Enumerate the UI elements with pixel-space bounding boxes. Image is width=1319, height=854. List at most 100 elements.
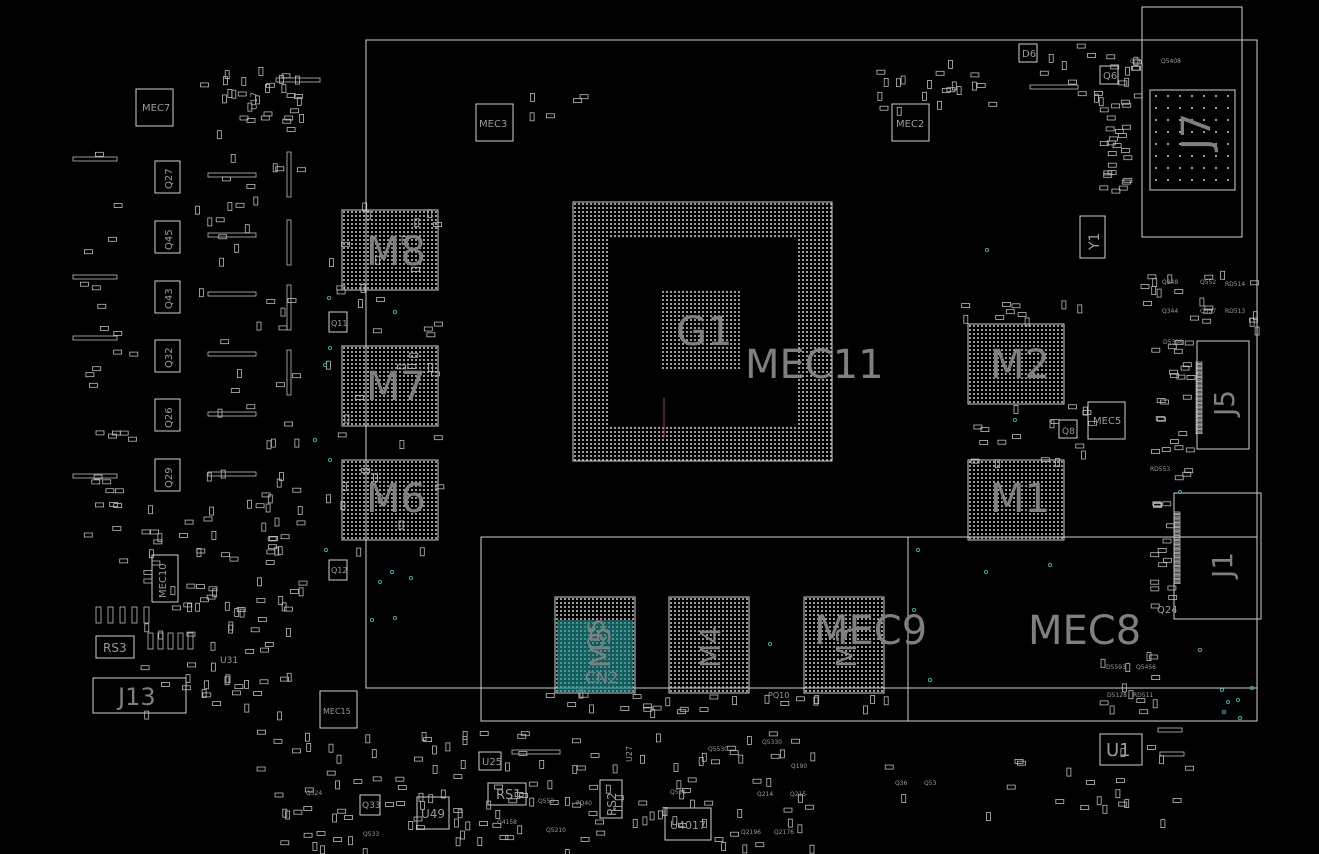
- q12-box: [328, 559, 348, 581]
- bga-m6-outline: [341, 459, 439, 541]
- bga-j7-field-balls: [1155, 95, 1229, 181]
- label-q12: Q12: [331, 566, 347, 575]
- d6-box: [1018, 43, 1038, 63]
- label-q5210: Q5210: [546, 827, 566, 834]
- mec15-box: [319, 690, 358, 729]
- bga-m1: [967, 459, 1065, 541]
- bga-m7: [341, 345, 439, 427]
- label-u49: U49: [421, 807, 445, 821]
- main-board-outline: [365, 39, 1258, 689]
- rs2-box: [599, 779, 623, 819]
- label-q8: Q8: [1062, 427, 1075, 437]
- label-j7: J7: [1174, 113, 1220, 153]
- y1-outline: [1079, 215, 1106, 259]
- label-pq10: PQ10: [768, 691, 789, 700]
- label-q11: Q11: [331, 319, 347, 328]
- label-m1: M1: [990, 476, 1050, 522]
- label-u4017: U4017: [670, 819, 706, 832]
- bga-m4: [668, 596, 750, 694]
- label-q24: Q24: [1157, 605, 1178, 616]
- label-q5: Q5: [585, 619, 610, 650]
- cn2-highlight-area: [557, 620, 633, 692]
- label-u1: U1: [1106, 740, 1131, 761]
- q45-box: [154, 220, 181, 254]
- small-labels: MEC7 MEC3 MEC2 MEC5 MEC10 MEC15 RS3 J13 …: [103, 49, 1178, 832]
- bga-g1: [572, 201, 833, 462]
- q11-box: [328, 311, 348, 333]
- bga-m6: [341, 459, 439, 541]
- bga-m1-outline: [967, 459, 1065, 541]
- label-d5128: D5128: [1107, 692, 1127, 699]
- label-q32: Q32: [164, 347, 175, 368]
- label-u25: U25: [482, 757, 502, 768]
- bga-m2-balls: [969, 325, 1063, 403]
- label-pq40: PQ40: [576, 800, 592, 807]
- label-m7: M7: [366, 364, 426, 410]
- label-d6: D6: [1022, 49, 1036, 60]
- label-mec2: MEC2: [896, 119, 924, 130]
- label-m2: M2: [990, 342, 1050, 388]
- mec10-box: [151, 554, 179, 603]
- label-u31: U31: [220, 656, 238, 666]
- label-mec15: MEC15: [323, 707, 351, 716]
- bga-m8-outline: [341, 209, 439, 291]
- label-mec8: MEC8: [1028, 608, 1141, 654]
- label-mec10: MEC10: [158, 563, 169, 598]
- bga-m5-outline: [554, 596, 636, 694]
- label-q344: Q344: [1162, 308, 1178, 315]
- bga-m2: [967, 323, 1065, 405]
- bga-m7-outline: [341, 345, 439, 427]
- label-q215: Q215: [790, 791, 806, 798]
- q32-box: [154, 339, 181, 373]
- bga-m3: [803, 596, 885, 694]
- label-q557: Q557: [1200, 308, 1216, 315]
- label-q348: Q348: [1162, 279, 1178, 286]
- label-q5408: Q5408: [1161, 58, 1181, 65]
- label-d5593: D5593: [1106, 664, 1126, 671]
- label-j5: J5: [1208, 390, 1241, 418]
- label-q5456: Q5456: [1136, 664, 1156, 671]
- label-j1: J1: [1206, 552, 1239, 580]
- label-m8: M8: [366, 229, 426, 275]
- label-mec3: MEC3: [479, 119, 507, 130]
- small-components: [72, 43, 1260, 854]
- label-u17: U17: [250, 92, 260, 110]
- label-m6: M6: [366, 476, 426, 522]
- label-rs3: RS3: [103, 641, 127, 655]
- label-q521: Q521: [670, 789, 686, 796]
- rs1-box: [487, 782, 527, 806]
- q8-box: [1058, 419, 1078, 439]
- label-mec5: MEC5: [1093, 416, 1121, 427]
- label-q45: Q45: [164, 229, 175, 250]
- bga-m3-outline: [803, 596, 885, 694]
- bga-m1-balls: [969, 461, 1063, 539]
- bga-m3-balls: [805, 598, 883, 692]
- q43-box: [154, 280, 181, 314]
- mec3-box: [475, 103, 514, 142]
- j13-outline: [92, 677, 187, 714]
- j7-connector-outline: [1141, 6, 1243, 238]
- q27-box: [154, 160, 181, 194]
- label-q26: Q26: [164, 407, 175, 428]
- lower-region-outline: [480, 536, 1258, 722]
- label-g1: G1: [676, 309, 732, 355]
- label-q5530: Q5530: [708, 746, 728, 753]
- q6-box: [1099, 65, 1119, 85]
- u1-outline: [1099, 733, 1143, 766]
- label-q3h: Q3H: [1130, 58, 1143, 65]
- bga-g1-outline: [572, 201, 833, 462]
- bga-m4-outline: [668, 596, 750, 694]
- label-rd553: RD553: [1150, 466, 1170, 473]
- label-m5: M5: [584, 626, 617, 668]
- label-m4: M4: [694, 626, 727, 668]
- u25-box: [478, 751, 502, 771]
- label-mec11: MEC11: [745, 342, 884, 388]
- bga-j7-field: [1149, 89, 1236, 191]
- label-q33: Q33: [362, 801, 381, 811]
- label-q524: Q524: [306, 790, 322, 797]
- big-labels: M8 M7 M6 G1 MEC11 M2 M1 J7 J5 J1 MEC8 ME…: [366, 113, 1241, 668]
- mec5-box: [1087, 401, 1126, 440]
- label-rs1: RS1: [496, 788, 522, 803]
